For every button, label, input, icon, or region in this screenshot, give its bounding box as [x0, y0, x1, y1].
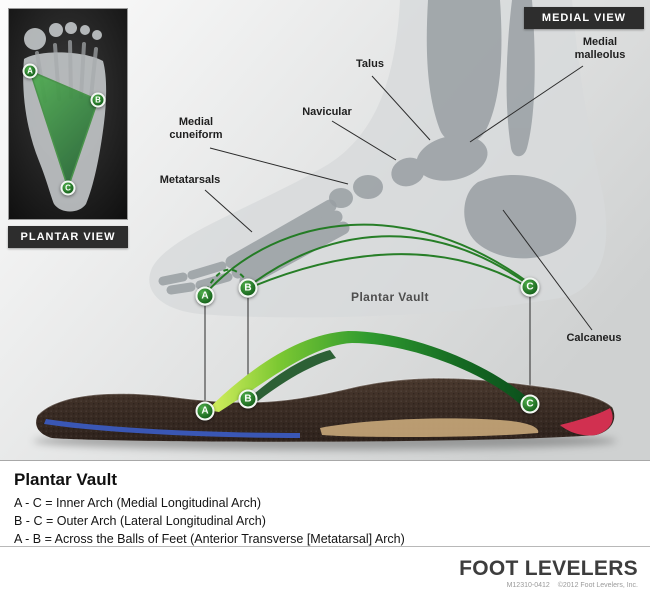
marker-c-plantar: C	[60, 180, 76, 196]
label-medial-malleolus: Medial malleolus	[574, 36, 626, 62]
legend-line-outer-arch: B - C = Outer Arch (Lateral Longitudinal…	[14, 513, 266, 528]
label-leader-lines	[204, 65, 593, 331]
copyright: ©2012 Foot Levelers, Inc.	[557, 582, 638, 589]
marker-c-bone: C	[520, 277, 540, 297]
marker-c-insole: C	[520, 394, 540, 414]
plantar-view-inset: A B C	[8, 8, 128, 220]
plantar-arch-triangle	[28, 69, 99, 191]
legend-title: Plantar Vault	[14, 470, 117, 489]
medial-view-illustration: A B C PLANTAR VIEW MEDIAL VIEW Medial ma…	[0, 0, 650, 460]
label-plantar-vault: Plantar Vault	[351, 290, 429, 304]
plantar-view-label: PLANTAR VIEW	[8, 226, 128, 248]
marker-b-bone: B	[238, 278, 258, 298]
label-calcaneus: Calcaneus	[566, 332, 622, 344]
plantar-view-artwork	[9, 9, 127, 219]
insole-tan-layer	[320, 418, 539, 438]
medial-view-label: MEDIAL VIEW	[524, 7, 644, 29]
insole-red-heel	[560, 408, 613, 436]
label-navicular: Navicular	[302, 106, 352, 118]
vault-arch-curves	[205, 223, 530, 294]
label-metatarsals: Metatarsals	[159, 174, 221, 186]
marker-a-bone: A	[195, 286, 215, 306]
brand-logo: FOOT LEVELERS	[459, 557, 638, 580]
toe-bones	[158, 261, 233, 295]
leg-and-foot-bones	[329, 0, 577, 259]
legend-section: Plantar Vault A - C = Inner Arch (Medial…	[0, 460, 650, 546]
orthotic-insole	[36, 377, 615, 442]
marker-a-insole: A	[195, 401, 215, 421]
legend-line-transverse-arch: A - B = Across the Balls of Feet (Anteri…	[14, 531, 405, 546]
label-medial-cuneiform: Medial cuneiform	[169, 116, 223, 142]
insole-blue-edge	[44, 419, 300, 438]
footer: FOOT LEVELERS M12310-0412 ©2012 Foot Lev…	[0, 546, 650, 597]
foot-xray-artwork	[0, 0, 650, 460]
part-code: M12310-0412	[506, 582, 550, 589]
marker-b-insole: B	[238, 389, 258, 409]
marker-b-plantar: B	[90, 92, 106, 108]
metatarsal-bones	[225, 199, 350, 288]
marker-a-plantar: A	[22, 63, 38, 79]
fineprint: M12310-0412 ©2012 Foot Levelers, Inc.	[501, 582, 638, 589]
legend-line-inner-arch: A - C = Inner Arch (Medial Longitudinal …	[14, 496, 262, 510]
arch-support-ribbon	[207, 331, 531, 412]
label-talus: Talus	[356, 58, 384, 70]
